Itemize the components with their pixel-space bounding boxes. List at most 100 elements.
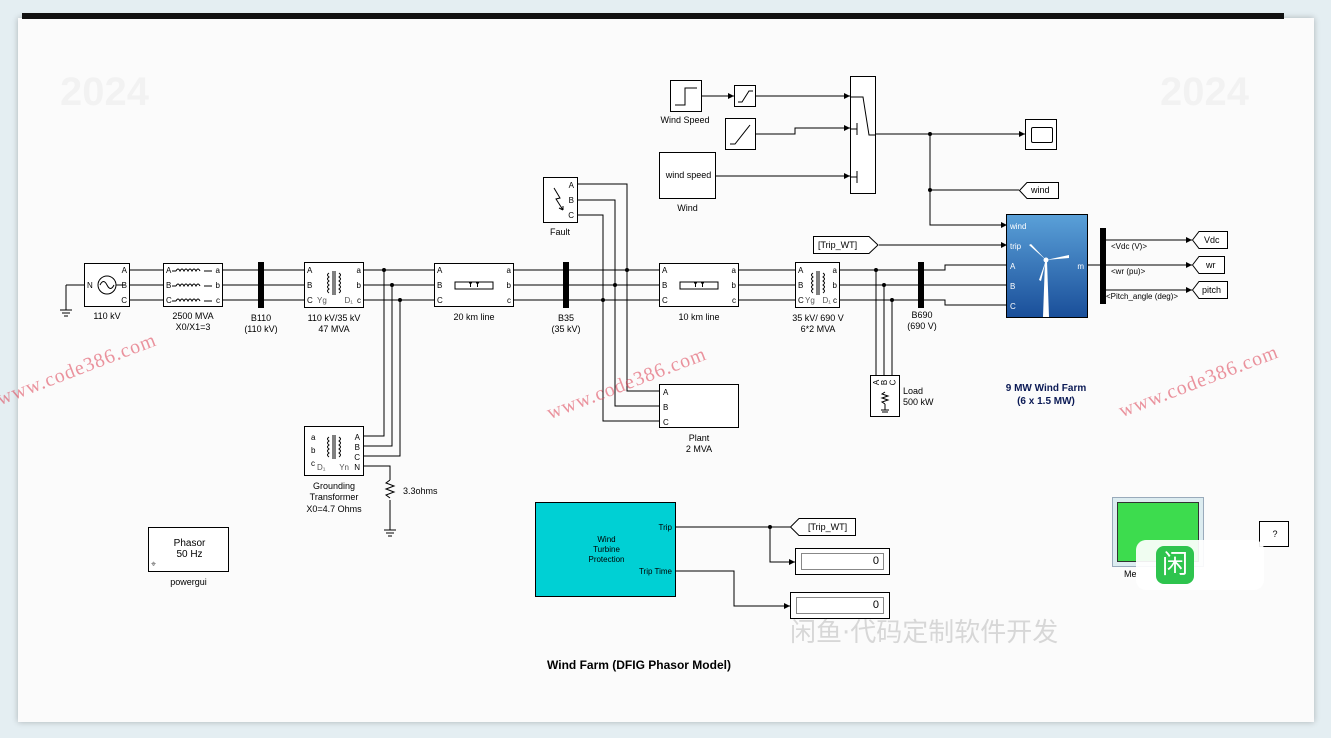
- bus-b690[interactable]: [918, 262, 924, 308]
- wind-speed-step-block[interactable]: [670, 80, 702, 112]
- transformer1-label-2: 47 MVA: [318, 324, 350, 334]
- port-c-out: C: [354, 453, 360, 462]
- powergui-corner-icon: ⌖: [151, 559, 157, 569]
- rate-limiter-block[interactable]: [734, 85, 756, 107]
- ramp-icon: [730, 124, 751, 145]
- display-trip-value: 0: [801, 553, 884, 570]
- goto-wind-label: wind: [1031, 185, 1050, 195]
- powergui-block[interactable]: Phasor 50 Hz ⌖: [148, 527, 229, 572]
- port-c-out: c: [216, 296, 220, 305]
- port-c-out: c: [357, 296, 361, 305]
- goto-tags-shapes[interactable]: [1192, 231, 1228, 303]
- pi-line-icon: [679, 281, 719, 290]
- goto-wr-label: wr: [1206, 260, 1216, 270]
- bus-b110-label-2: (110 kV): [244, 324, 278, 334]
- port-b: B: [662, 281, 668, 290]
- bus-b690-label-1: B690: [911, 310, 933, 320]
- plant-block[interactable]: A B C: [659, 384, 739, 428]
- display-trip-time[interactable]: 0: [790, 592, 890, 619]
- protection-line2: Turbine: [593, 545, 620, 554]
- transformer-icon: [327, 435, 341, 459]
- transformer2-label-2: 6*2 MVA: [800, 324, 836, 334]
- pi-line-icon: [454, 281, 494, 290]
- grounding-tf-label-1: Grounding: [312, 481, 356, 491]
- inductor-icon: [172, 268, 212, 303]
- resistor-icon: [384, 479, 396, 499]
- port-b-out: b: [731, 281, 736, 290]
- line-10km-block[interactable]: A B C a b c: [659, 263, 739, 307]
- wind-speed-constant-block[interactable]: wind speed: [659, 152, 716, 199]
- transformer-icon: [327, 271, 341, 295]
- port-a: A: [662, 266, 668, 275]
- goto-trip-shape[interactable]: [790, 518, 856, 536]
- multiport-switch-block[interactable]: [850, 76, 876, 194]
- port-c: C: [662, 296, 668, 305]
- input-a: A: [1010, 262, 1016, 271]
- diagram-title: Wind Farm (DFIG Phasor Model): [547, 658, 731, 672]
- port-c: C: [798, 296, 804, 305]
- transformer-110-35-block[interactable]: A B C a b c Yg D₁: [304, 262, 364, 308]
- port-a-out: a: [731, 266, 736, 275]
- line-20km-block[interactable]: A B C a b c: [434, 263, 514, 307]
- protection-line3: Protection: [588, 555, 625, 564]
- port-b-out: b: [215, 281, 220, 290]
- port-a-out: a: [356, 266, 361, 275]
- grid-impedance-block[interactable]: A B C a b c: [163, 263, 223, 307]
- port-b: B: [121, 281, 127, 290]
- port-b: B: [437, 281, 443, 290]
- bus-b35[interactable]: [563, 262, 569, 308]
- ramp-icon: [738, 90, 753, 103]
- port-a-out: A: [354, 433, 360, 442]
- port-b-out: b: [832, 281, 837, 290]
- ramp-block[interactable]: [725, 118, 756, 150]
- bus-b690-label-2: (690 V): [907, 321, 937, 331]
- source-label: 110 kV: [93, 311, 121, 321]
- source-110kv-block[interactable]: N A B C: [84, 263, 130, 307]
- wind-speed-constant-text: wind speed: [665, 170, 712, 180]
- load-label-1: Load: [903, 386, 924, 396]
- wind-farm-block[interactable]: wind trip A B C m: [1006, 214, 1088, 318]
- transformer-35-690-block[interactable]: A B C a b c Yg D₁: [795, 262, 840, 308]
- scope-block[interactable]: [1025, 119, 1057, 150]
- output-trip: Trip: [658, 523, 672, 532]
- grid-impedance-label-1: 2500 MVA: [172, 311, 214, 321]
- port-a: A: [663, 388, 669, 397]
- output-trip-time: Trip Time: [638, 567, 672, 576]
- output-m: m: [1077, 262, 1084, 271]
- wind-turbine-protection-block[interactable]: Wind Turbine Protection Trip Trip Time: [535, 502, 676, 597]
- powergui-label: powergui: [170, 577, 207, 587]
- display-trip[interactable]: 0: [795, 548, 890, 575]
- port-a-out: a: [506, 266, 511, 275]
- transformer1-label-1: 110 kV/35 kV: [307, 313, 361, 323]
- load-block[interactable]: A B C: [870, 375, 900, 417]
- bus-b110[interactable]: [258, 262, 264, 308]
- wind-turbine-icon: [1007, 215, 1087, 317]
- port-c-out: c: [732, 296, 736, 305]
- fault-label: Fault: [549, 227, 570, 237]
- text-overlay-watermark: 闲鱼·代码定制软件开发: [790, 618, 1059, 648]
- port-b: B: [307, 281, 313, 290]
- port-c: C: [663, 418, 669, 427]
- fault-block[interactable]: A B C: [543, 177, 578, 223]
- goto-wind-shape[interactable]: [1019, 182, 1059, 199]
- winding-yg: Yg: [317, 296, 327, 305]
- grounding-tf-label-3: X0=4.7 Ohms: [306, 504, 362, 514]
- port-c: c: [311, 459, 315, 468]
- port-b: B: [568, 196, 574, 205]
- port-a-out: a: [832, 266, 837, 275]
- help-block[interactable]: ?: [1259, 521, 1289, 547]
- help-label: ?: [1272, 529, 1278, 539]
- from-trip-shape[interactable]: [813, 236, 879, 254]
- port-c: C: [121, 296, 127, 305]
- port-c: C: [307, 296, 313, 305]
- bus-b110-label-1: B110: [250, 313, 272, 323]
- port-b: B: [798, 281, 804, 290]
- bus-b35-label-1: B35: [557, 313, 574, 323]
- grounding-transformer-block[interactable]: a b c A B C N D₁ Yn: [304, 426, 364, 476]
- port-b-out: B: [354, 443, 360, 452]
- load-label-2: 500 kW: [903, 397, 934, 407]
- port-c: C: [568, 211, 574, 220]
- bus-selector-bar[interactable]: [1100, 228, 1106, 304]
- port-b: B: [166, 281, 172, 290]
- port-a: A: [121, 266, 127, 275]
